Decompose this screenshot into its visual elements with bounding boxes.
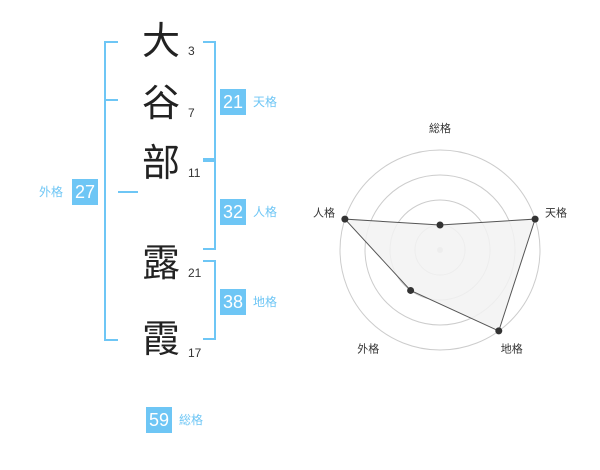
stroke-count-1: 3 — [188, 44, 195, 58]
radar-point-5 — [341, 215, 349, 223]
tenkaku-label: 天格 — [253, 95, 278, 109]
jinkaku-label: 人格 — [253, 205, 278, 219]
radar-point-3 — [495, 327, 503, 335]
radar-point-1 — [436, 221, 444, 229]
radar-axis-label: 総格 — [429, 121, 451, 135]
tenkaku-value: 21 — [220, 89, 246, 115]
stroke-count-3: 11 — [188, 166, 201, 180]
radar-polygon — [343, 218, 536, 332]
stroke-count-5: 17 — [188, 346, 202, 360]
radar-point-4 — [407, 286, 415, 294]
gaikaku-value: 27 — [72, 179, 98, 205]
name-char-2: 谷 — [141, 81, 180, 125]
soukaku-label: 総格 — [179, 413, 204, 427]
tenkaku-bracket — [203, 41, 216, 160]
name-char-5: 霞 — [141, 317, 180, 361]
name-char-4: 露 — [141, 241, 180, 285]
chikaku-value: 38 — [220, 289, 246, 315]
chikaku-bracket — [203, 260, 216, 340]
radar-ring — [339, 149, 541, 351]
gaikaku-bracket-tick — [104, 99, 118, 101]
jinkaku-bracket — [203, 160, 216, 250]
stroke-count-4: 21 — [188, 266, 202, 280]
name-char-1: 大 — [141, 19, 180, 63]
stroke-count-2: 7 — [188, 106, 195, 120]
radar-axis-label: 天格 — [545, 205, 567, 219]
radar-axis-label: 地格 — [501, 342, 523, 356]
radar-axis-label: 外格 — [357, 342, 379, 356]
gaikaku-bracket-join — [118, 191, 138, 193]
radar-point-2 — [531, 215, 539, 223]
chikaku-label: 地格 — [253, 295, 278, 309]
radar-axis-label: 人格 — [313, 205, 335, 219]
jinkaku-value: 32 — [220, 199, 246, 225]
gaikaku-bracket — [104, 41, 118, 341]
radar-shape — [341, 215, 539, 335]
name-char-3: 部 — [141, 141, 180, 185]
gaikaku-label: 外格 — [39, 185, 64, 199]
soukaku-value: 59 — [146, 407, 172, 433]
